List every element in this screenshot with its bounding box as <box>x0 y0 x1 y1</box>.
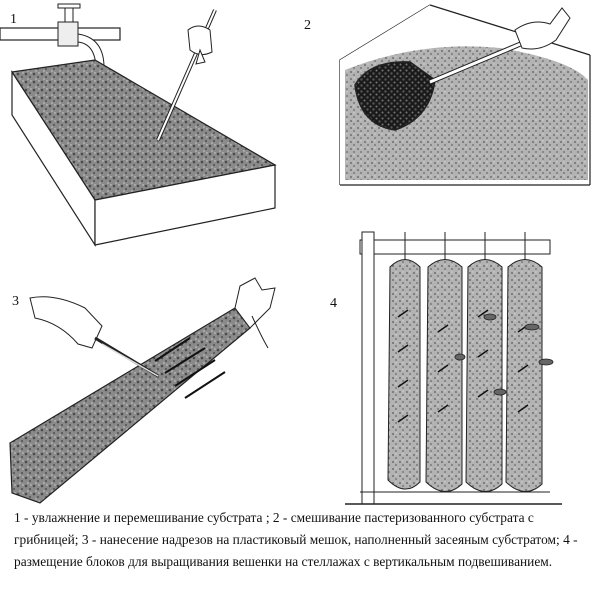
bag-2 <box>425 232 463 492</box>
moistening-illustration <box>0 3 277 248</box>
figure-caption: 1 - увлажнение и перемешивание субстрата… <box>14 510 578 569</box>
panel-1-moistening: 1 <box>0 0 290 250</box>
panel-number: 2 <box>304 18 311 33</box>
mixing-illustration <box>339 4 591 186</box>
panel-3-cutting: 3 <box>0 268 300 508</box>
bag-3 <box>465 232 503 492</box>
bag-4 <box>505 232 543 492</box>
hanging-illustration <box>345 231 562 505</box>
panel-2-mixing: 2 <box>300 0 600 200</box>
panel-number: 1 <box>10 12 17 27</box>
bag-1 <box>387 232 421 490</box>
panel-4-hanging: 4 <box>300 222 600 507</box>
panel-number: 4 <box>330 296 337 311</box>
cutting-illustration <box>9 277 276 504</box>
panel-number: 3 <box>12 294 19 309</box>
